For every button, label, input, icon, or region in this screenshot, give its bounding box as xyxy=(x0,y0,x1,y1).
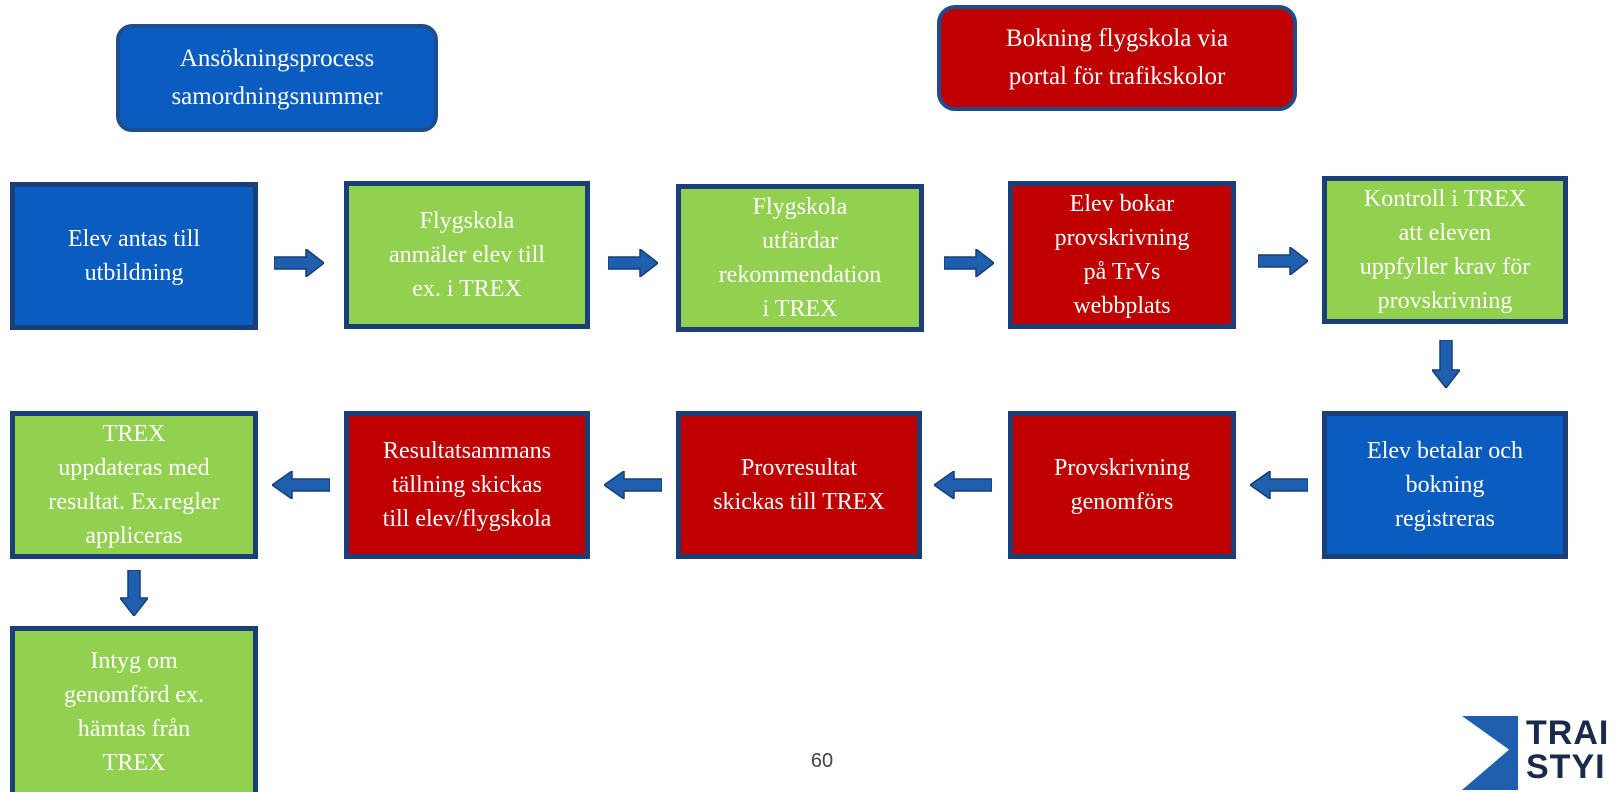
step-school-issues-recommendation: Flygskola utfärdar rekommendation i TREX xyxy=(676,184,924,332)
step-trex-requirement-check: Kontroll i TREX att eleven uppfyller kra… xyxy=(1322,176,1568,324)
logo-text-line1: TRAI xyxy=(1526,714,1610,752)
trafikverket-logo: TRAI STYI xyxy=(1460,712,1614,792)
step-exam-conducted: Provskrivning genomförs xyxy=(1008,411,1236,559)
logo-text-line2: STYI xyxy=(1526,748,1606,786)
step-summary-sent-to-student: Resultatsammans tällning skickas till el… xyxy=(344,411,590,559)
step-payment-registered: Elev betalar och bokning registreras xyxy=(1322,411,1568,559)
legend-booking-portal: Bokning flygskola via portal för trafiks… xyxy=(937,5,1297,111)
arrow-right-icon xyxy=(944,249,994,277)
arrow-left-icon xyxy=(272,471,330,499)
logo-mark-icon xyxy=(1462,716,1518,790)
step-school-registers-student: Flygskola anmäler elev till ex. i TREX xyxy=(344,181,590,329)
arrow-left-icon xyxy=(604,471,662,499)
arrow-right-icon xyxy=(1258,247,1308,275)
arrow-left-icon xyxy=(1250,471,1308,499)
step-trex-updated-with-results: TREX uppdateras med resultat. Ex.regler … xyxy=(10,411,258,559)
step-results-sent-to-trex: Provresultat skickas till TREX xyxy=(676,411,922,559)
arrow-left-icon xyxy=(934,471,992,499)
step-student-books-exam: Elev bokar provskrivning på TrVs webbpla… xyxy=(1008,181,1236,329)
step-certificate-retrieved: Intyg om genomförd ex. hämtas från TREX xyxy=(10,626,258,792)
arrow-right-icon xyxy=(608,249,658,277)
arrow-down-icon xyxy=(120,570,148,616)
arrow-right-icon xyxy=(274,249,324,277)
step-student-admitted: Elev antas till utbildning xyxy=(10,182,258,330)
arrow-down-icon xyxy=(1432,340,1460,388)
page-number: 60 xyxy=(810,750,834,772)
legend-application-process: Ansökningsprocess samordningsnummer xyxy=(116,24,438,132)
